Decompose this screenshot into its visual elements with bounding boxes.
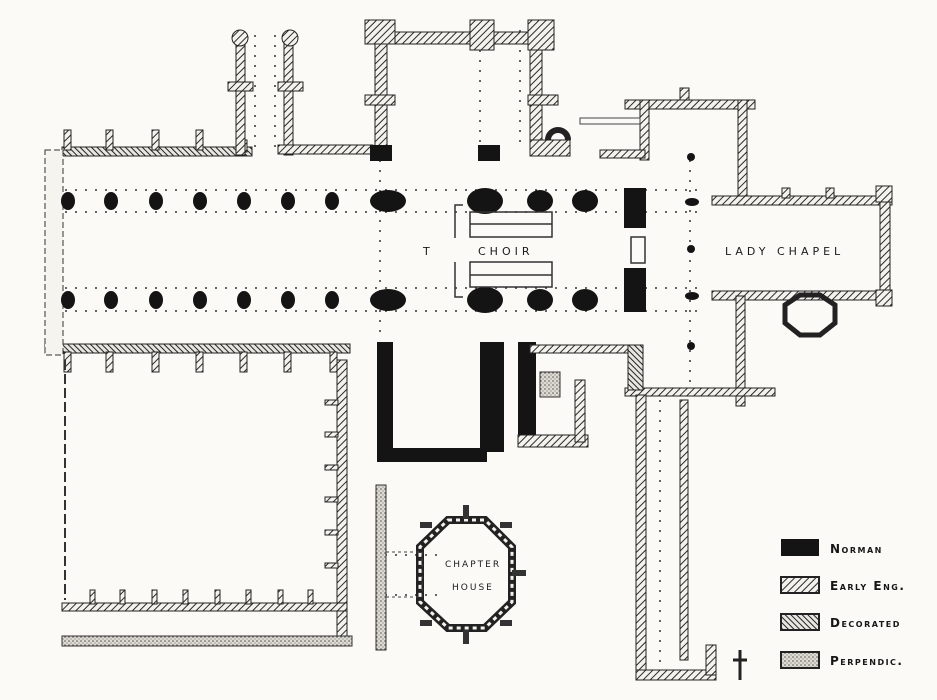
- legend-label-early-english: Early Eng.: [830, 579, 905, 593]
- cloister: [61, 359, 387, 651]
- legend-label-perpendicular: Perpendic.: [830, 654, 904, 668]
- legend-swatch-perpendicular: [780, 651, 820, 669]
- choir-label: CHOIR: [478, 245, 534, 258]
- chapter-house-label-2: HOUSE: [452, 583, 494, 593]
- legend-swatch-norman: [781, 539, 819, 556]
- chapter-house-label: CHAPTER: [445, 560, 501, 570]
- north-transept: [364, 19, 571, 161]
- nave-walls: [44, 146, 351, 356]
- legend-swatch-decorated: [780, 613, 820, 631]
- lady-chapel-walls: [624, 185, 893, 407]
- room-labels: T CHOIR LADY CHAPEL CHAPTER HOUSE: [422, 245, 844, 593]
- tomb-mark-label: T: [422, 245, 434, 258]
- east-range: [635, 394, 747, 681]
- nave-piers: [61, 153, 699, 350]
- south-transept: [377, 342, 644, 462]
- chapter-house: [385, 505, 526, 644]
- choir-stalls: [454, 204, 646, 298]
- lady-chapel-label: LADY CHAPEL: [725, 245, 844, 258]
- legend-label-norman: Norman: [830, 542, 883, 556]
- ne-chapels: [579, 87, 756, 201]
- nave-buttresses: [63, 129, 338, 373]
- legend-swatch-early-english: [780, 576, 820, 594]
- legend: Norman Early Eng. Decorated Perpendic.: [780, 539, 905, 669]
- legend-label-decorated: Decorated: [830, 616, 901, 630]
- nw-porch-towers: [227, 29, 374, 156]
